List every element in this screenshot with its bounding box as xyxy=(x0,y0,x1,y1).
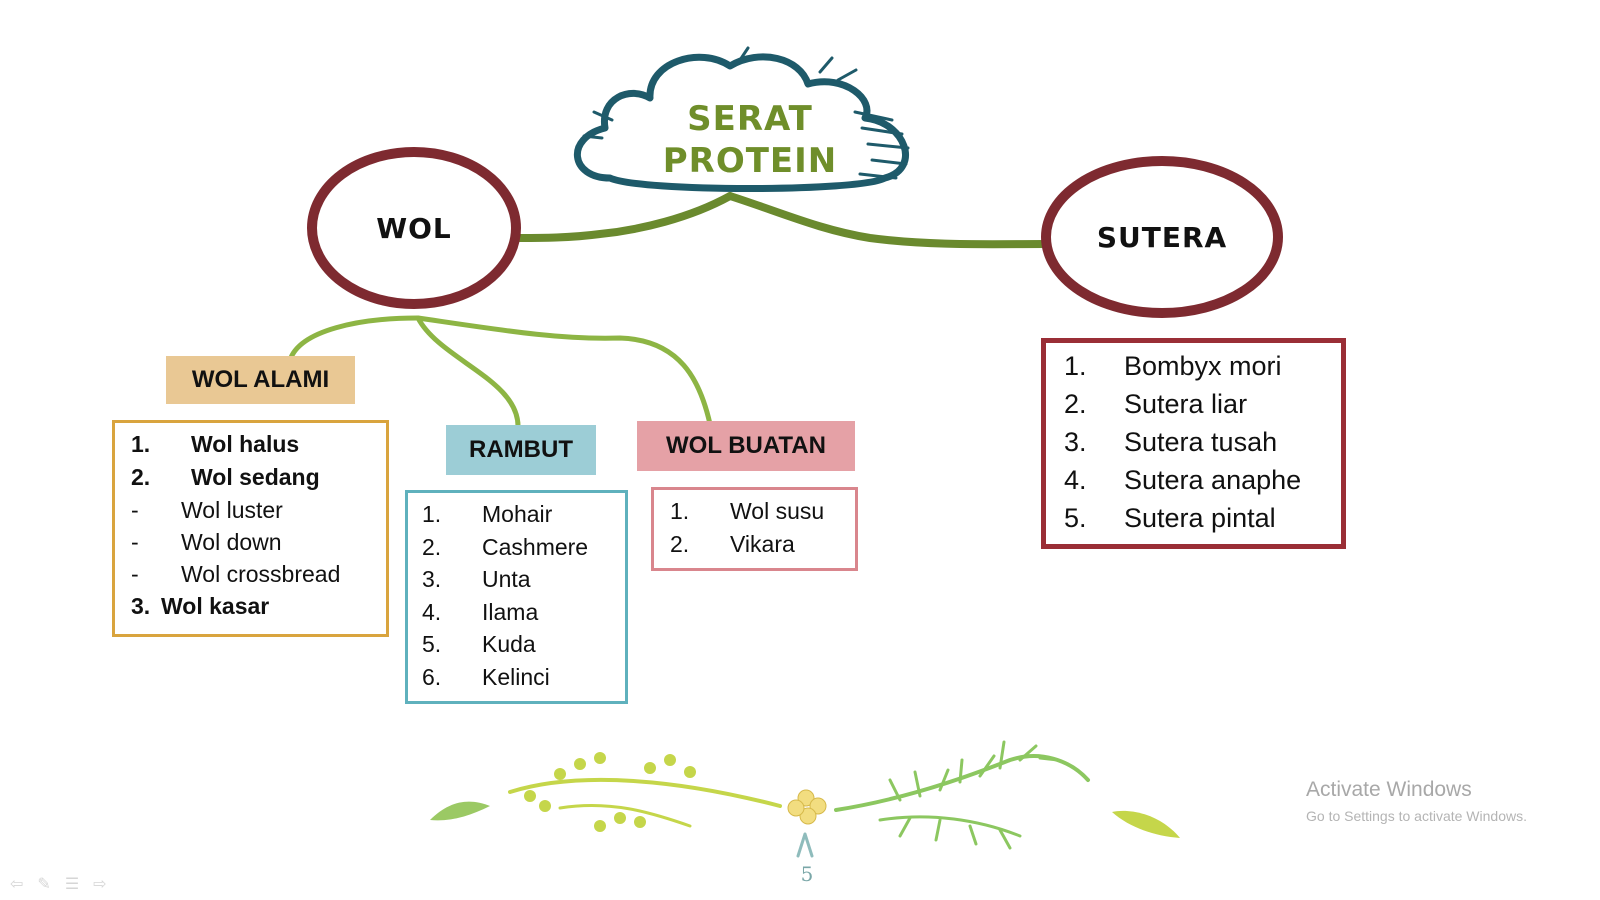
list-item: 6.Kelinci xyxy=(422,663,550,690)
wol-alami-list: 1.Wol halus 2.Wol sedang -Wol luster -Wo… xyxy=(112,420,389,637)
pen-icon[interactable]: ✎ xyxy=(37,876,51,893)
previous-arrow-icon[interactable]: ⇦ xyxy=(10,876,24,893)
branch-cloud-to-sutera xyxy=(726,192,1050,249)
wol-alami-label-bg xyxy=(166,356,355,404)
list-item: 5.Sutera pintal xyxy=(1064,503,1276,533)
next-arrow-icon[interactable]: ⇨ xyxy=(93,876,107,893)
sutera-node-label: SUTERA xyxy=(1096,221,1228,254)
list-item: 2.Vikara xyxy=(670,531,795,557)
list-item: 3.Sutera tusah xyxy=(1064,427,1278,457)
sutera-ellipse xyxy=(1041,156,1283,318)
list-item: 4.Sutera anaphe xyxy=(1064,465,1302,495)
wol-node-label: WOL xyxy=(376,212,452,245)
list-item: -Wol luster xyxy=(131,497,283,523)
list-item: 3.Wol kasar xyxy=(131,593,270,619)
branch-wol-to-rambut xyxy=(415,315,521,431)
activate-windows-subtitle: Go to Settings to activate Windows. xyxy=(1306,808,1527,824)
list-item: 4.Ilama xyxy=(422,598,539,625)
branch-wol-to-wol-alami xyxy=(287,315,421,363)
branch-wol-to-wol-buatan xyxy=(415,315,713,427)
list-item: 5.Kuda xyxy=(422,631,536,657)
cloud-shape xyxy=(574,46,910,192)
page-number: 5 xyxy=(800,862,814,886)
list-item: -Wol crossbread xyxy=(131,561,341,587)
wol-alami-label: WOL ALAMI xyxy=(191,366,330,393)
rambut-label: RAMBUT xyxy=(469,436,573,463)
rambut-list: 1.Mohair 2.Cashmere 3.Unta 4.Ilama 5.Kud… xyxy=(405,490,628,704)
list-item: 1.Wol halus xyxy=(131,431,300,457)
list-item: 3.Unta xyxy=(422,566,531,592)
wol-buatan-label: WOL BUATAN xyxy=(666,432,826,459)
title-line1: SERAT xyxy=(687,99,813,139)
list-item: 2.Wol sedang xyxy=(131,464,320,490)
title-line2: PROTEIN xyxy=(662,141,838,181)
branch-cloud-to-wol xyxy=(516,192,734,242)
list-item: 2.Sutera liar xyxy=(1064,389,1248,419)
list-item: 1.Wol susu xyxy=(670,498,825,524)
list-item: -Wol down xyxy=(131,529,282,555)
activate-windows-title: Activate Windows xyxy=(1306,778,1472,801)
list-item: 1.Bombyx mori xyxy=(1064,351,1282,381)
wol-buatan-list: 1.Wol susu 2.Vikara xyxy=(651,487,858,571)
rambut-label-bg xyxy=(446,425,596,475)
menu-icon[interactable]: ☰ xyxy=(64,876,80,893)
list-item: 1.Mohair xyxy=(422,501,553,527)
wol-ellipse xyxy=(307,147,521,309)
slideshow-controls: ⇦ ✎ ☰ ⇨ xyxy=(10,874,107,894)
vine-decoration xyxy=(430,740,1180,858)
sutera-list: 1.Bombyx mori 2.Sutera liar 3.Sutera tus… xyxy=(1041,338,1346,549)
list-item: 2.Cashmere xyxy=(422,533,589,560)
wol-buatan-label-bg xyxy=(637,421,855,471)
